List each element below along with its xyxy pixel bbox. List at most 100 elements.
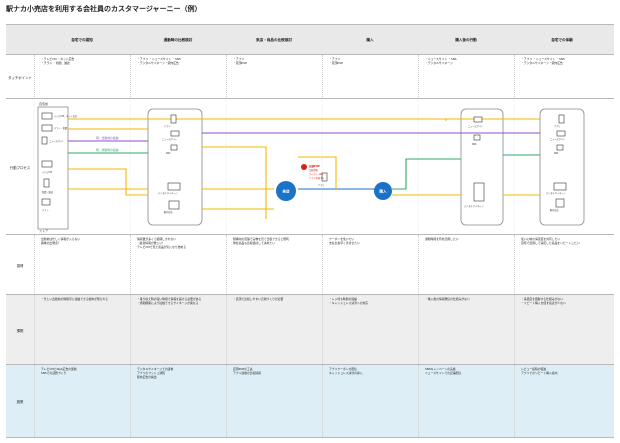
commute-panel — [147, 108, 203, 226]
after-device-label: SNS — [472, 143, 477, 146]
emotion-cell: 出勤前は忙しく情報が入らない 興味の出発点？ — [34, 235, 130, 295]
measure-cell: 店頭POPの工夫 アプリ連動の比較情報 — [226, 365, 322, 437]
stage-purchase: 購入 — [366, 37, 374, 42]
final-device-label: 駅内広告 — [550, 208, 560, 212]
flyer-icon — [41, 198, 51, 206]
popup-line: クーポン 10% — [309, 172, 323, 176]
train-icon — [473, 182, 485, 202]
station-ad-icon — [168, 200, 180, 210]
after-purchase-panel — [460, 108, 504, 226]
laptop-icon — [41, 124, 53, 132]
stage-home-experience: 自宅での体験 — [551, 37, 573, 42]
commute-device-label: SNS — [166, 152, 171, 155]
measure-cell: SNSキャンペーンの実施 ニュースサイトでの記事配信 — [418, 365, 514, 437]
commute-device-label: デジタルサイネージ — [158, 191, 178, 195]
commute-device-label: アプリ — [164, 124, 171, 128]
issue-cell: ・乗り換え時の短い時間で情報を届ける必要がある ・通勤経路により接触できるサイネ… — [130, 295, 226, 365]
signage-icon — [167, 182, 181, 191]
journey-map: 自宅前 ストア — [33, 99, 585, 235]
touchpoint-cell: ・ニュースサイト ・SNS ・デジタルサイネージ — [418, 55, 514, 99]
row-label: 行動プロセス — [9, 165, 31, 170]
touchpoint-row: タッチポイント ・テレビCM ・ネット広告 ・チラシ ・新聞、雑誌 ・アプリ ・… — [6, 54, 614, 99]
home-device-label: ニュースサイト — [49, 139, 64, 143]
sns-icon — [473, 134, 481, 141]
stage-header-row: 自宅での認知 通勤時の比較検討 来店・商品の比較検討 購入 購入後の行動 自宅で… — [6, 24, 614, 55]
issue-cell: ・購入後の情報発信の仕組みがない — [418, 295, 514, 365]
smartphone-icon — [170, 114, 177, 124]
final-device-label: アプリ — [554, 124, 561, 128]
flow-green-after — [392, 158, 461, 190]
issue-cell: ・満足度を把握する仕組みがない ・リピート購入を促す接点が少ない — [514, 295, 610, 365]
arrow-label-morning-commute: 朝：通勤時の接触 — [96, 148, 119, 152]
final-device-label: デジタルサイネージ — [546, 191, 566, 195]
touchpoint-cell: ・アプリ ・ニュースサイト ・SNS ・デジタルサイネージ・駅内広告 — [130, 55, 226, 99]
commute-device-icons — [167, 114, 181, 210]
instore-device-label: アプリ — [318, 183, 325, 187]
home-device-icons — [41, 112, 53, 206]
news-icon — [473, 116, 483, 123]
sns-icon — [556, 144, 564, 151]
touchpoint-cell: ・アプリ ・店頭POP — [322, 55, 418, 99]
row-label: タッチポイント — [8, 75, 32, 80]
measure-cell: アプリクーポンの配信 キャッシュレス決済の導入 — [322, 365, 418, 437]
row-label: 施策 — [16, 399, 24, 404]
emotion-cell: 通勤時間を有効活用したい — [418, 235, 514, 295]
issue-row: 課題 ・忙しい出勤前の時間帯に接触できる媒体が限られる ・乗り換え時の短い時間で… — [6, 294, 614, 365]
row-label: 課題 — [16, 328, 24, 333]
store-area-label: ストア — [39, 228, 48, 233]
alert-icon — [301, 164, 307, 170]
journey-table: 自宅での認知 通勤時の比較検討 来店・商品の比較検討 購入 購入後の行動 自宅で… — [6, 24, 614, 438]
emotion-cell: 駅構内の店舗で実物を見て比較できると便利 他社商品も比較検討して決めたい — [226, 235, 322, 295]
touchpoint-cell: ・アプリ ・ニュースサイト ・SNS ・デジタルサイネージ・駅内広告 — [514, 55, 610, 99]
home-device-label: テレビCM、ネット広告 — [54, 114, 78, 118]
emotion-row: 感情 出勤前は忙しく情報が入らない 興味の出発点？ 情報量が多くて処理しきれない… — [6, 234, 614, 295]
home-area-label: 自宅前 — [39, 101, 48, 106]
measure-cell: テレビCMとWeb広告の連動 SNSでの話題づくり — [34, 365, 130, 437]
home-area-frame — [37, 106, 69, 230]
tv-icon — [41, 112, 53, 120]
purchase-label: 購入 — [379, 189, 387, 194]
stage-after-purchase: 購入後の行動 — [455, 37, 477, 42]
final-device-label: ニュースサイト — [550, 137, 565, 141]
smartphone-icon — [321, 172, 328, 182]
commute-device-label: 駅内広告 — [164, 210, 174, 214]
issue-cell: ・レジ待ち時間の短縮 ・キャッシュレス決済への対応 — [322, 295, 418, 365]
flow-orange-down — [202, 146, 267, 219]
final-device-icons — [553, 114, 567, 208]
home-device-label: テレビCM — [42, 170, 52, 174]
touchpoint-cell: ・アプリ ・店頭POP — [226, 55, 322, 99]
emotion-cell: 使い心地の満足度を共有したい 自宅で使用して満足した商品をリピートしたい — [514, 235, 610, 295]
flow-orange-3 — [68, 168, 148, 196]
stage-store-visit: 来店・商品の比較検討 — [256, 37, 292, 42]
smartphone-icon — [41, 136, 48, 145]
issue-cell: ・忙しい出勤前の時間帯に接触できる媒体が限られる — [34, 295, 130, 365]
stage-awareness: 自宅での認知 — [71, 37, 93, 42]
journey-row: 行動プロセス 自宅前 ストア — [6, 98, 614, 235]
page-title: 駅ナカ小売店を利用する会社員のカスタマージャーニー（例） — [6, 5, 202, 13]
emotion-cell: クーポンを使いたい 支払を素早く済ませたい — [322, 235, 418, 295]
purchase-node — [374, 182, 392, 200]
commute-device-label: ニュースサイト — [162, 137, 177, 141]
home-experience-panel — [539, 108, 585, 226]
smartphone-icon — [558, 114, 565, 124]
tv-icon — [41, 160, 53, 168]
measure-row: 施策 テレビCMとWeb広告の連動 SNSでの話題づくり デジタルサイネージでの… — [6, 364, 614, 438]
after-device-icons — [473, 116, 485, 202]
issue-cell: ・店頭で比較しやすい売場づくりが必要 — [226, 295, 322, 365]
after-device-label: ニュースサイト — [468, 124, 483, 128]
newspaper-icon — [43, 178, 50, 188]
after-device-label: デジタルサイネージ — [464, 204, 484, 208]
store-visit-node — [276, 181, 296, 201]
pop-callout: 店頭POP 比較情報 クーポン 10% アプリ特典 5% — [301, 164, 324, 180]
sns-icon — [170, 144, 178, 151]
popup-title: 店頭POP — [308, 164, 320, 168]
final-device-label: SNS — [554, 152, 559, 155]
row-label: 感情 — [16, 263, 24, 268]
home-device-label: 新聞・雑誌 — [42, 190, 54, 194]
news-icon — [170, 130, 180, 137]
stage-commute: 通勤時の比較検討 — [163, 37, 193, 42]
home-device-label: チラシ・新聞 — [54, 126, 67, 130]
popup-line: アプリ特典 5% — [309, 176, 324, 180]
measure-cell: デジタルサイネージでの訴求 アプリのプッシュ通知 駅内広告の掲出 — [130, 365, 226, 437]
home-device-label: チラシ — [42, 208, 49, 212]
